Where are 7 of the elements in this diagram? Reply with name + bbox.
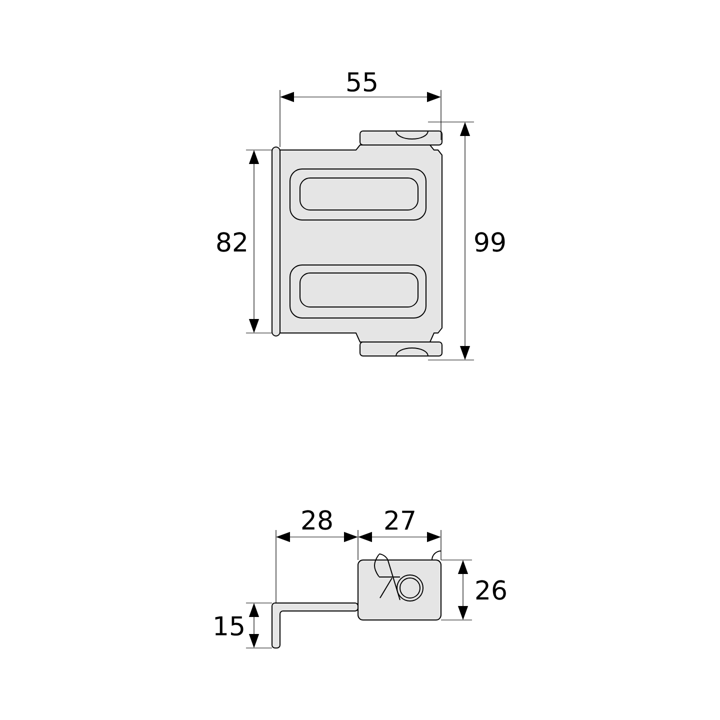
- dimension-label: 28: [302, 510, 332, 530]
- dimension-label: 99: [475, 232, 505, 252]
- dimension-label: 26: [476, 580, 506, 600]
- dimension-label: 27: [385, 510, 414, 530]
- dimension-label: 15: [215, 616, 244, 636]
- dimension-label: 55: [347, 72, 376, 92]
- dimension-label: 82: [217, 232, 246, 252]
